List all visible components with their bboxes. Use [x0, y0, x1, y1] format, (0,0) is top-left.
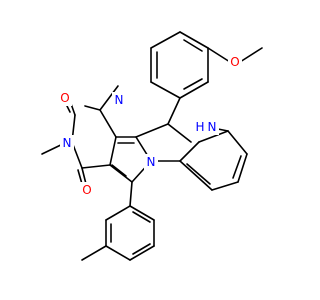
nitrogen-left: N — [63, 136, 72, 150]
bond — [232, 155, 242, 179]
atom-bg — [228, 54, 242, 70]
bond — [129, 181, 133, 207]
bond — [84, 105, 101, 111]
bond — [81, 167, 87, 185]
bond — [179, 81, 209, 99]
amine-h: H — [195, 120, 204, 134]
bond — [167, 123, 192, 143]
bond — [132, 211, 151, 223]
bond — [129, 245, 155, 261]
bond — [132, 243, 151, 255]
bond — [109, 136, 117, 166]
atom-bg — [60, 135, 74, 151]
bond — [179, 160, 213, 191]
amine-nitrogen: N — [208, 120, 217, 134]
bond — [150, 31, 181, 49]
bond — [237, 153, 248, 183]
atom-bg — [193, 119, 207, 135]
bond — [207, 47, 231, 63]
bond — [167, 97, 181, 125]
bond — [81, 245, 107, 261]
bond — [239, 47, 263, 63]
atom-bg — [205, 119, 219, 135]
nitrogen-top: N — [115, 93, 124, 107]
bond — [186, 163, 211, 185]
bond — [109, 164, 133, 183]
nitrogen-ring: N — [147, 155, 156, 169]
carbonyl-oxygen-bottom: O — [82, 183, 91, 197]
bond — [77, 169, 83, 185]
bond — [105, 205, 131, 221]
molecule-canvas: O O O N N N H N — [41, 31, 263, 261]
carbonyl-oxygen-top: O — [60, 91, 69, 105]
bond — [135, 123, 169, 138]
bond — [105, 245, 131, 261]
atom-bg — [80, 182, 94, 198]
atom-labels: O O O N N N H N — [58, 54, 242, 198]
bond — [129, 205, 155, 221]
bond — [179, 31, 209, 49]
bond — [81, 164, 111, 169]
bond — [183, 39, 203, 52]
bond — [227, 130, 248, 155]
atom-bg — [58, 90, 72, 106]
bond — [183, 78, 203, 90]
bond — [111, 164, 127, 177]
bond — [211, 181, 239, 191]
methoxy-oxygen: O — [230, 55, 239, 69]
bond — [99, 85, 119, 111]
atom-bg — [144, 154, 158, 170]
bond — [99, 109, 117, 138]
bond — [150, 81, 181, 99]
atom-bg — [112, 92, 126, 108]
bond — [179, 141, 200, 162]
molecule-structure: O O O N N N H N — [41, 31, 263, 261]
bond-layer — [41, 31, 263, 261]
bond — [198, 130, 229, 143]
